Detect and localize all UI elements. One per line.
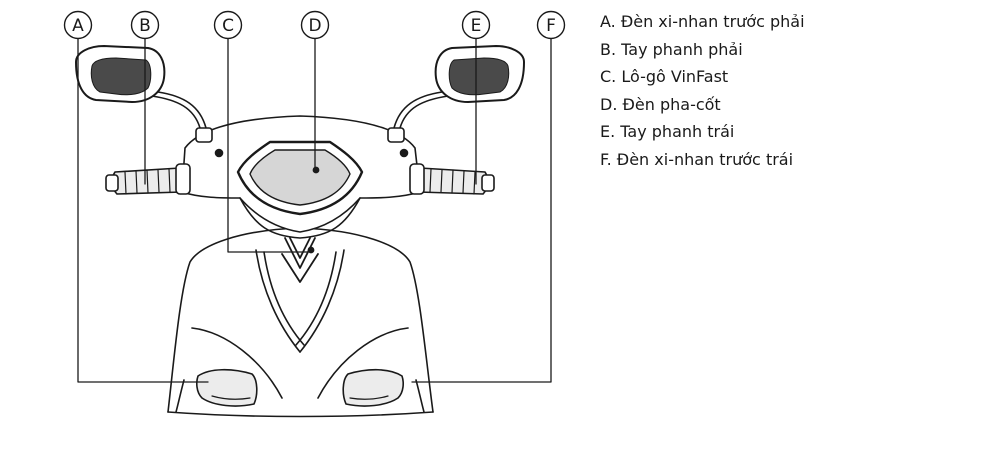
callout-circle-c — [213, 10, 243, 40]
legend-item-b: B. Tay phanh phải — [600, 39, 743, 59]
callout-legend: A. Đèn xi-nhan trước phải B. Tay phanh p… — [600, 8, 805, 173]
leader-line-a — [77, 38, 209, 383]
shield-side-left — [175, 379, 185, 413]
grip-left-collar — [409, 163, 425, 195]
logo-dot — [307, 246, 315, 254]
legend-item-f: F. Đèn xi-nhan trước trái — [600, 149, 794, 169]
cover-bolt-left — [214, 148, 224, 158]
grip-right-end — [105, 174, 119, 192]
grip-right — [111, 167, 187, 195]
legend-item-a: A. Đèn xi-nhan trước phải — [600, 12, 805, 31]
callout-circle-d — [300, 10, 330, 40]
callout-letter-e: E — [471, 16, 482, 36]
shield-trim-right — [299, 249, 345, 353]
shield-trim-right-inner — [295, 251, 337, 346]
grip-left — [413, 167, 489, 195]
legend-item-e: E. Tay phanh trái — [600, 122, 735, 141]
callout-circle-f — [536, 10, 566, 40]
callout-circle-e — [461, 10, 491, 40]
mirror-mount-right — [195, 127, 213, 143]
shield-contour-right — [317, 327, 409, 399]
shield-trim-left-inner — [263, 251, 305, 346]
callout-circle-a — [63, 10, 93, 40]
callout-letter-b: B — [139, 16, 151, 36]
leader-line-c — [227, 38, 309, 253]
shield-trim-left — [255, 249, 301, 353]
headlight-inner — [249, 149, 351, 206]
turn-signal-right-detail — [211, 395, 251, 400]
mirror-mount-left — [387, 127, 405, 143]
legend-item-d: D. Đèn pha-cốt — [600, 94, 721, 114]
grip-right-ribs — [124, 168, 171, 195]
mirror-right-glass — [90, 57, 152, 96]
shield-side-right — [415, 379, 425, 413]
callout-circle-b — [130, 10, 160, 40]
leader-line-f — [411, 38, 552, 383]
callout-letter-c: C — [222, 16, 234, 36]
callout-letter-d: D — [308, 16, 321, 36]
mirror-left-glass — [448, 57, 510, 96]
shield-bottom-line — [167, 411, 434, 418]
shield-contour-left — [191, 327, 283, 399]
scooter-front-diagram: A B C D E F — [63, 10, 566, 418]
grip-left-ribs — [429, 168, 476, 195]
grip-right-collar — [175, 163, 191, 195]
grip-left-end — [481, 174, 495, 192]
legend-item-c: C. Lô-gô VinFast — [600, 67, 729, 86]
turn-signal-left-detail — [349, 395, 389, 400]
cover-bolt-right — [399, 148, 409, 158]
callout-letter-f: F — [546, 16, 556, 36]
headlight-center-dot — [312, 166, 320, 174]
turn-signal-right-front — [196, 368, 258, 407]
turn-signal-left-front — [342, 368, 404, 407]
callout-letter-a: A — [72, 16, 84, 36]
cover-neck — [239, 197, 361, 239]
